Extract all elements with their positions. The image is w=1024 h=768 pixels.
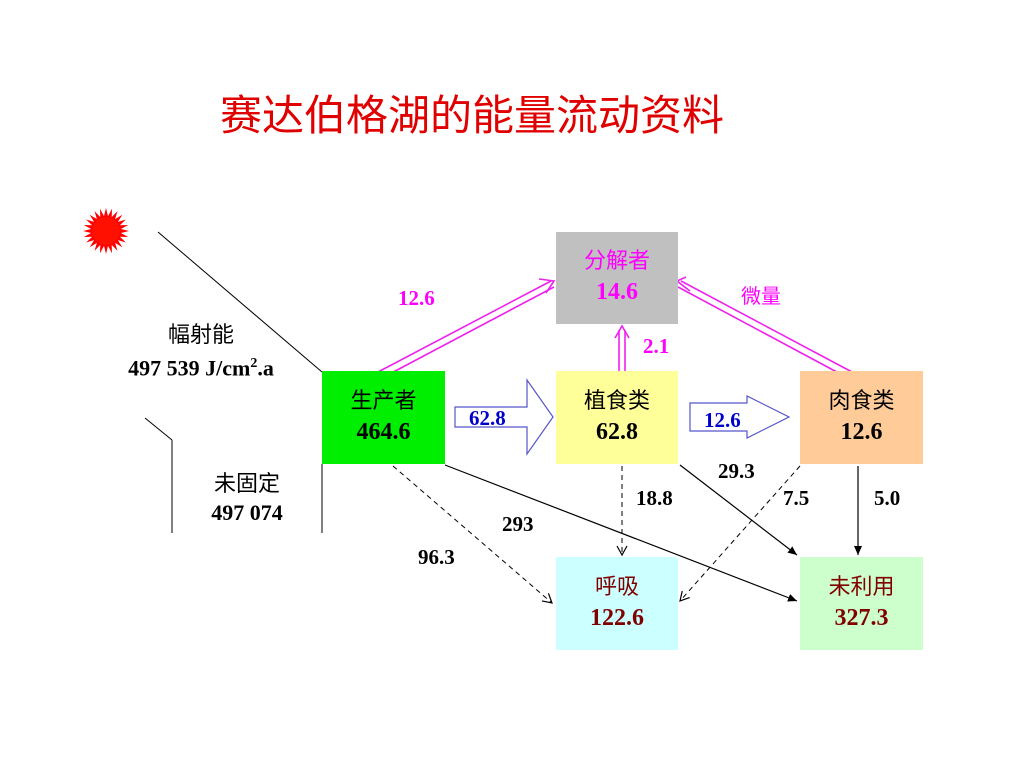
flow-label-carnivore-decomposer: 微量 <box>741 284 781 308</box>
producer-to-herbivore-arrow <box>454 378 554 456</box>
flow-label-carnivore-unused: 5.0 <box>874 486 901 510</box>
producer-box: 生产者 464.6 <box>322 371 445 464</box>
carnivore-to-respiration-arrow <box>679 465 801 602</box>
unused-box: 未利用 327.3 <box>800 557 923 650</box>
herbivore-box: 植食类 62.8 <box>556 371 678 464</box>
flow-label-herbivore-respiration: 18.8 <box>636 486 673 510</box>
flow-label-carnivore-respiration: 7.5 <box>783 486 810 510</box>
page-title: 赛达伯格湖的能量流动资料 <box>219 91 724 140</box>
radiation-name: 幅射能 <box>167 323 234 348</box>
producer-to-decomposer-arrow <box>377 278 556 379</box>
flow-label-producer-herbivore: 62.8 <box>469 406 506 430</box>
radiation-line-lower <box>144 417 173 441</box>
herbivore-to-decomposer-arrow <box>614 324 630 372</box>
radiation-line-upper <box>157 231 323 373</box>
unfixed-label: 未固定 497 074 <box>180 471 314 527</box>
unfixed-name: 未固定 <box>213 472 280 497</box>
flow-label-producer-respiration: 96.3 <box>418 545 455 569</box>
flow-label-herbivore-carnivore: 12.6 <box>704 408 741 432</box>
radiation-value: 497 539 J/cm2.a <box>128 355 274 381</box>
flow-label-herbivore-decomposer: 2.1 <box>643 334 670 358</box>
flow-label-producer-decomposer: 12.6 <box>398 286 435 310</box>
sun-icon <box>83 208 129 254</box>
decomposer-box: 分解者 14.6 <box>556 232 678 324</box>
respiration-box: 呼吸 122.6 <box>556 557 678 650</box>
flow-label-producer-unused: 293 <box>502 512 534 536</box>
radiation-label: 幅射能 497 539 J/cm2.a <box>103 322 299 382</box>
herbivore-to-unused-arrow <box>679 464 798 556</box>
producer-to-unused-arrow <box>444 464 798 602</box>
herbivore-to-carnivore-arrow <box>689 395 791 439</box>
carnivore-box: 肉食类 12.6 <box>800 371 923 464</box>
producer-to-respiration-arrow <box>392 465 553 604</box>
unfixed-value: 497 074 <box>211 500 283 525</box>
flow-label-herbivore-unused: 29.3 <box>718 459 755 483</box>
